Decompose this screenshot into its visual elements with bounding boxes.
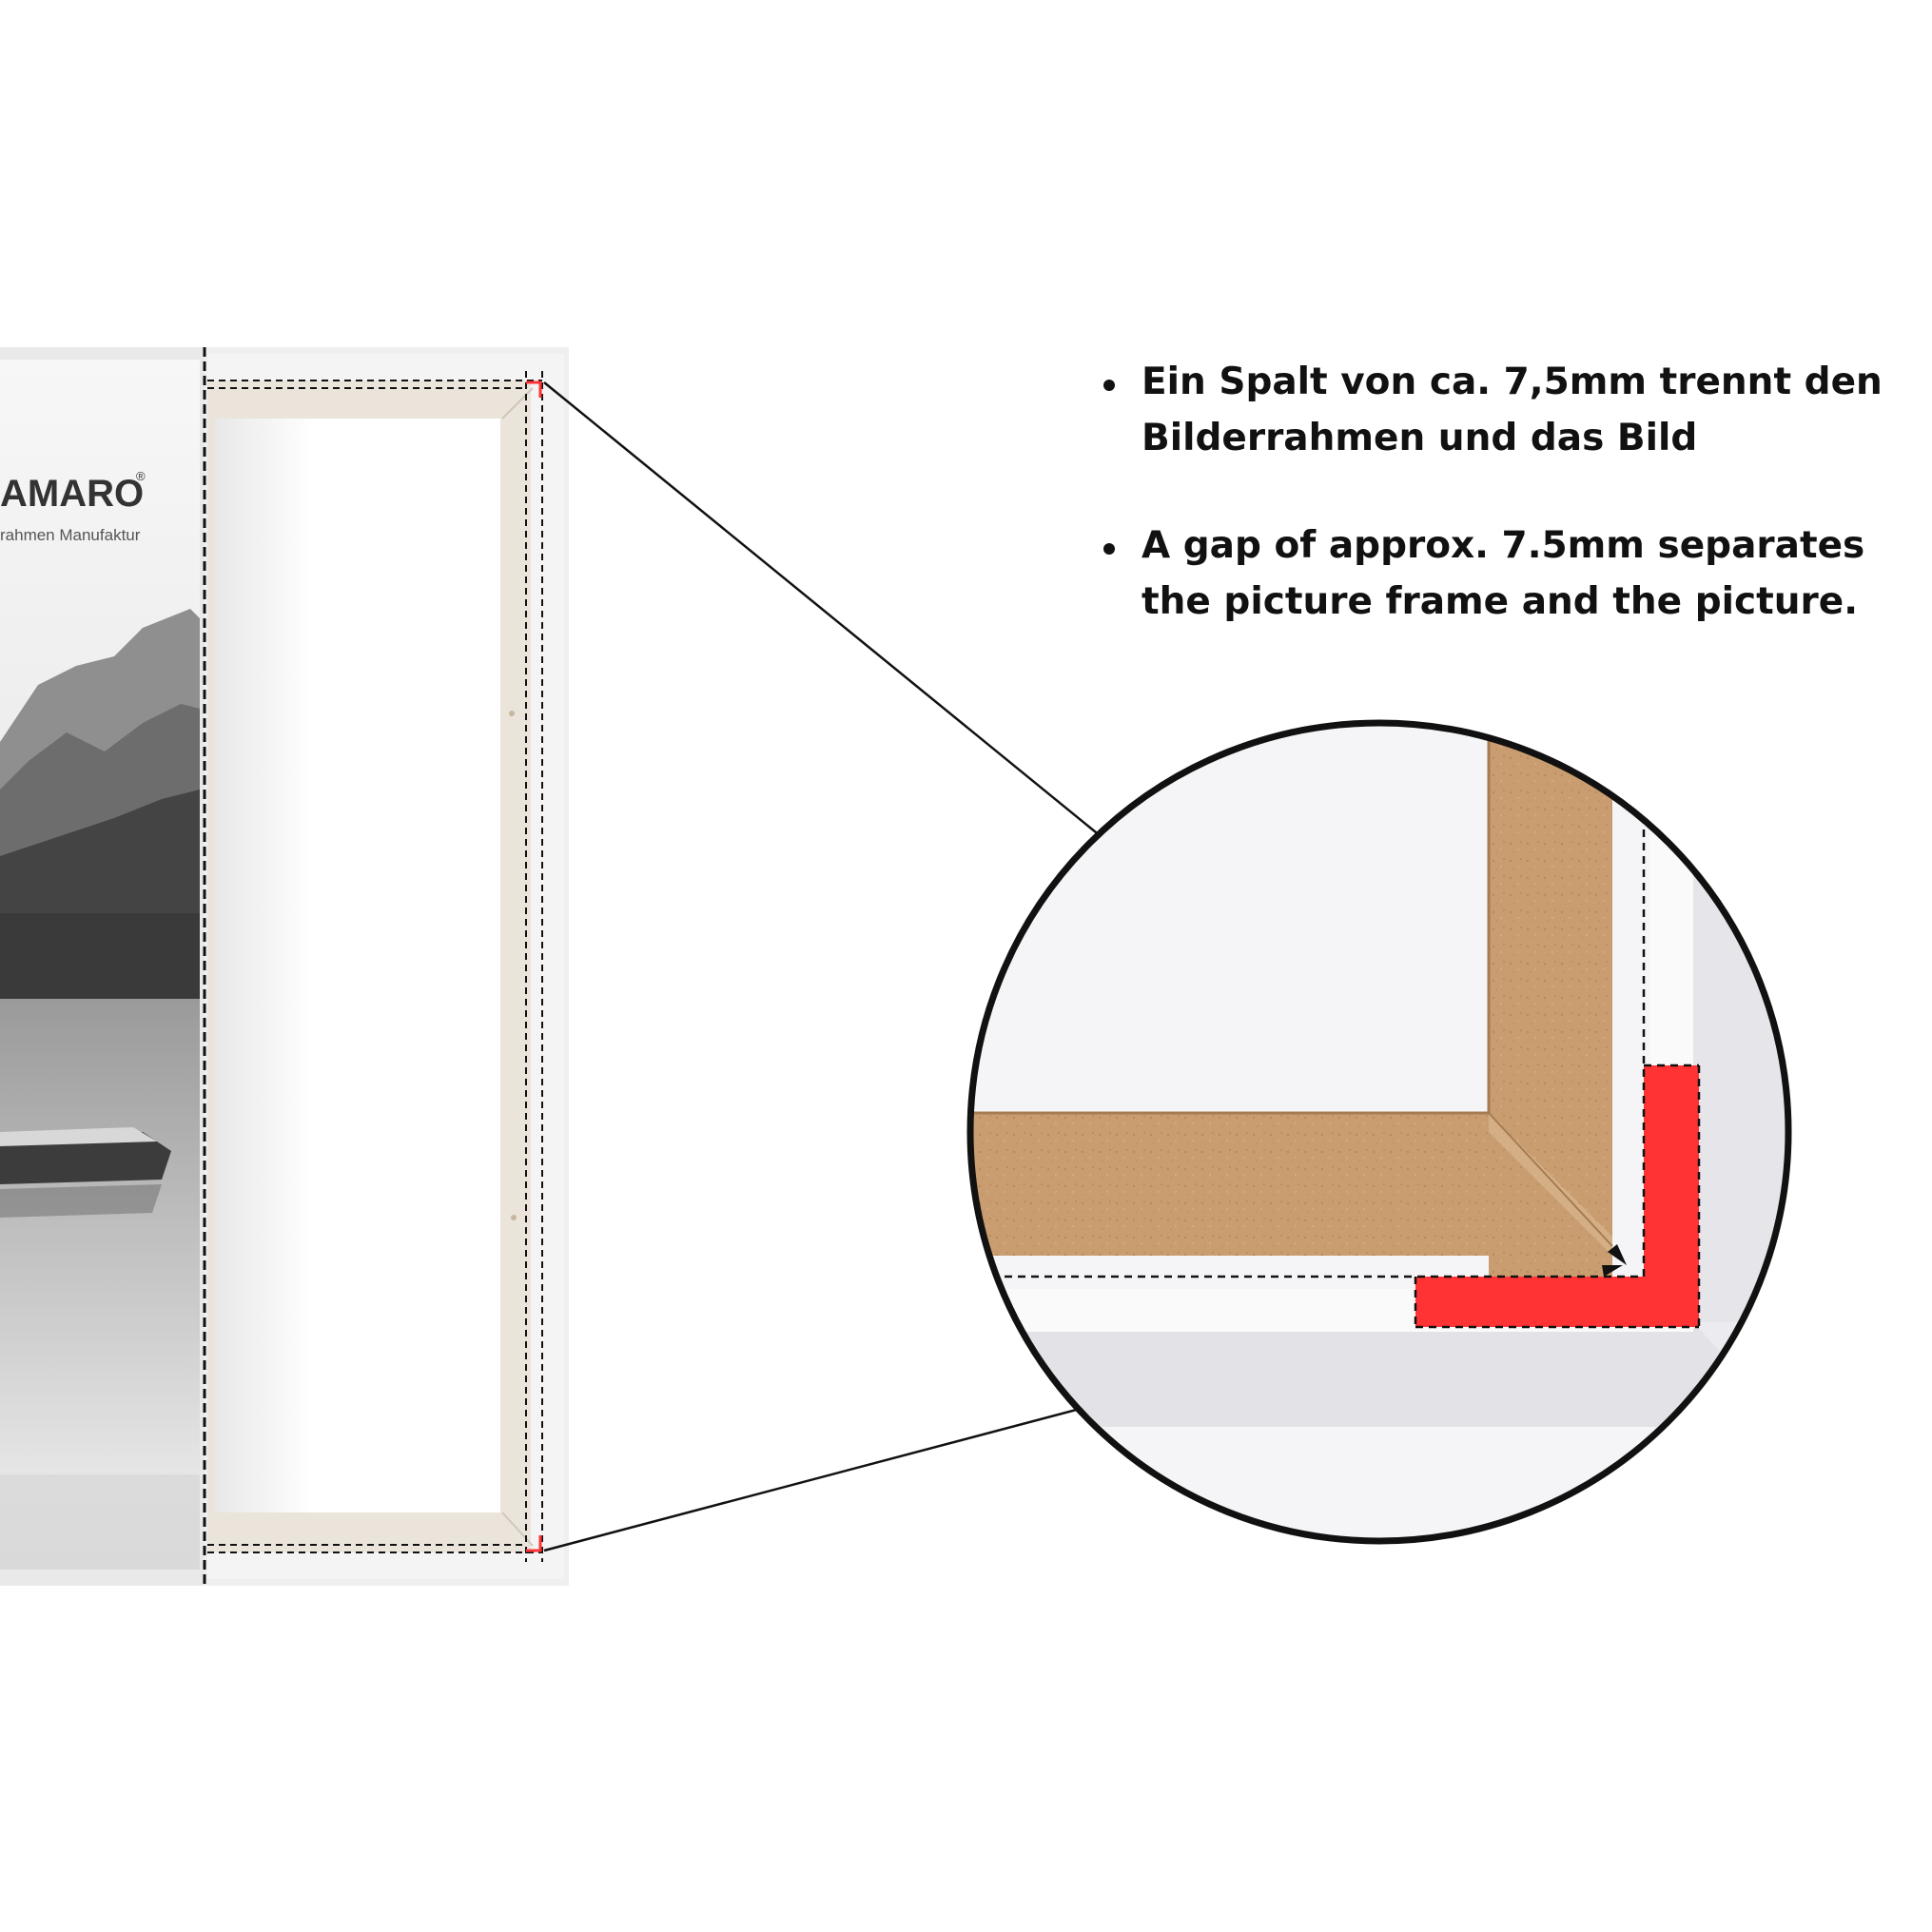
bullet-german: Ein Spalt von ca. 7,5mm trennt den Bilde… <box>1103 354 1903 466</box>
arrow-head-top <box>1608 1244 1627 1265</box>
gap-highlight <box>1415 1065 1699 1327</box>
arrow-head-bottom <box>1602 1265 1623 1277</box>
gap-marker-small <box>526 381 542 1552</box>
bullet-english: A gap of approx. 7.5mm separates the pic… <box>1103 517 1903 630</box>
zoom-circle-outline <box>966 719 1792 1545</box>
logo-brand: AMARO <box>0 473 144 515</box>
logo-tagline: rahmen Manufaktur <box>0 526 141 544</box>
framed-picture-back <box>205 347 569 1586</box>
info-bullet-list: Ein Spalt von ca. 7,5mm trennt den Bilde… <box>1103 354 1903 630</box>
framed-picture-front: AMARO ® rahmen Manufaktur <box>0 347 205 1586</box>
logo-registered: ® <box>136 469 146 483</box>
gap-dashed-outline <box>207 371 543 1562</box>
